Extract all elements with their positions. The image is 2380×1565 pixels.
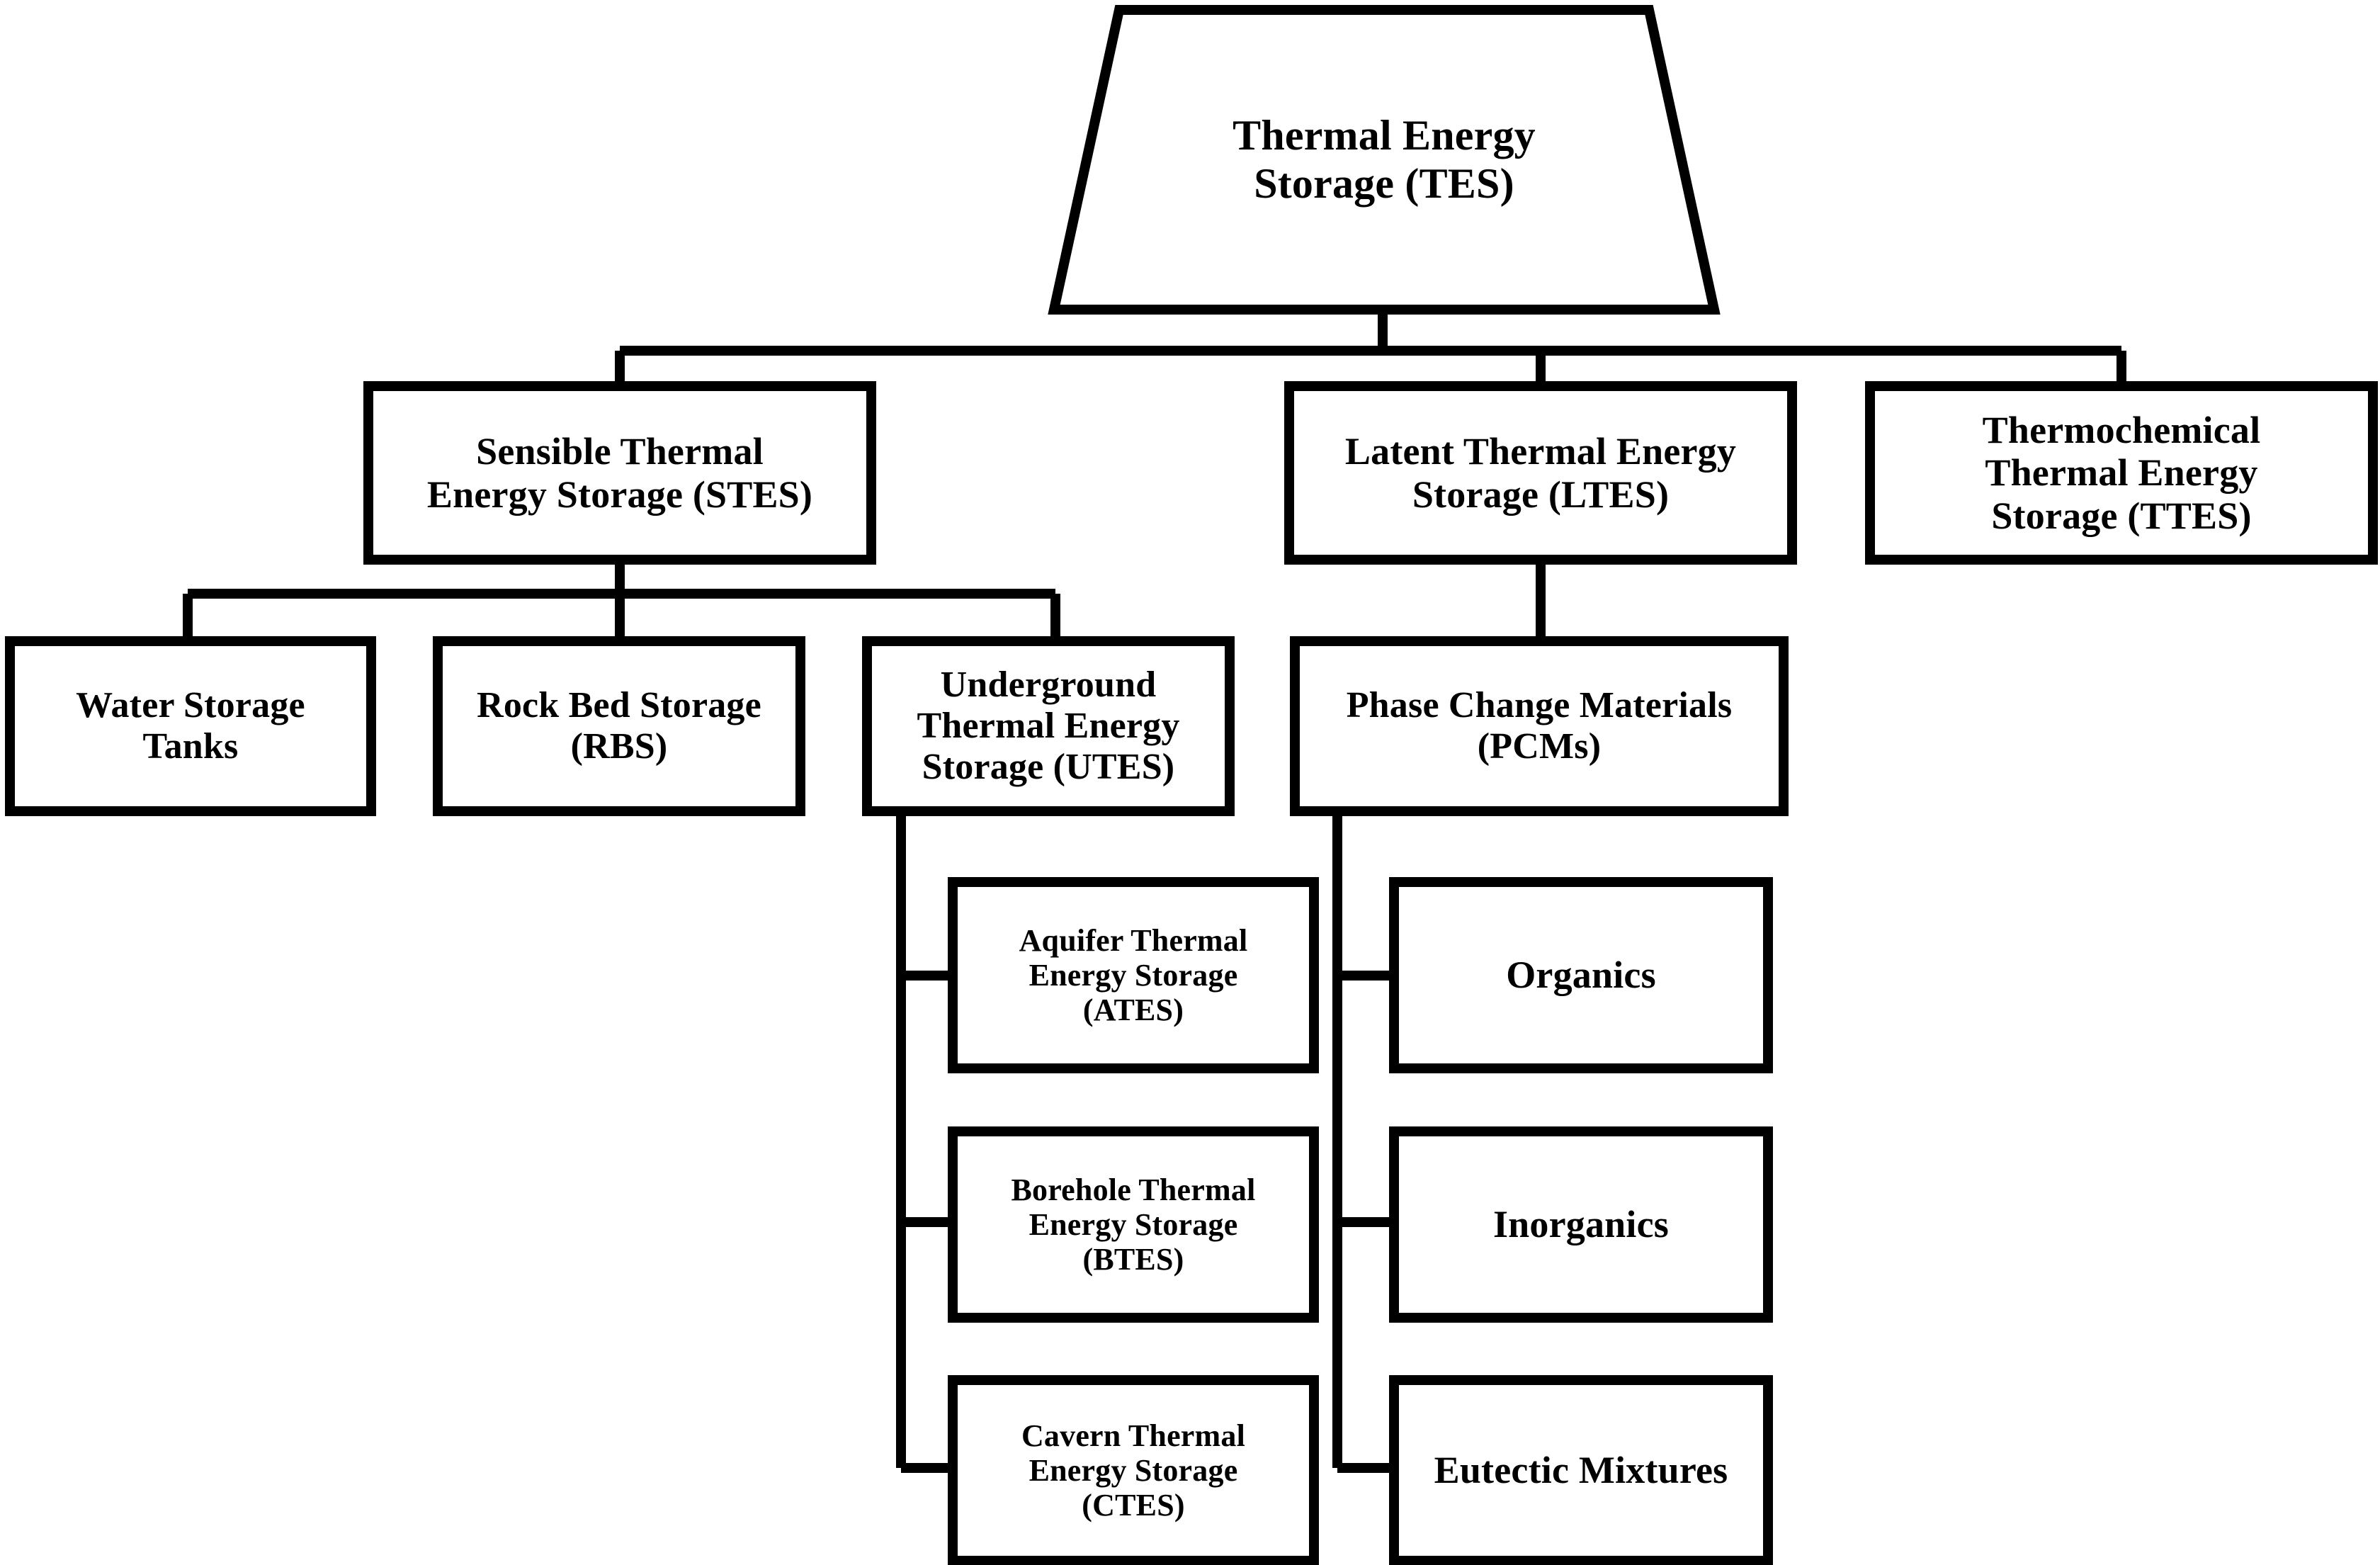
connector-group (183, 310, 2126, 1473)
node-shape-stes[interactable] (363, 381, 876, 565)
node-shape-ltes[interactable] (1284, 381, 1797, 565)
node-shape-eutectic[interactable] (1389, 1375, 1773, 1565)
node-shape-btes[interactable] (948, 1126, 1319, 1323)
node-shape-ates[interactable] (948, 877, 1319, 1073)
node-shape-ttes[interactable] (1865, 381, 2378, 565)
node-shape-pcms[interactable] (1290, 636, 1789, 816)
node-shape-rock-bed[interactable] (433, 636, 805, 816)
node-shape-organics[interactable] (1389, 877, 1773, 1073)
node-shape-inorganics[interactable] (1389, 1126, 1773, 1323)
node-shape-root[interactable] (1048, 5, 1721, 315)
node-shape-ctes[interactable] (948, 1375, 1319, 1565)
node-shape-water-tanks[interactable] (5, 636, 376, 816)
node-shape-utes[interactable] (862, 636, 1235, 816)
node-shape-group (5, 5, 2378, 1565)
